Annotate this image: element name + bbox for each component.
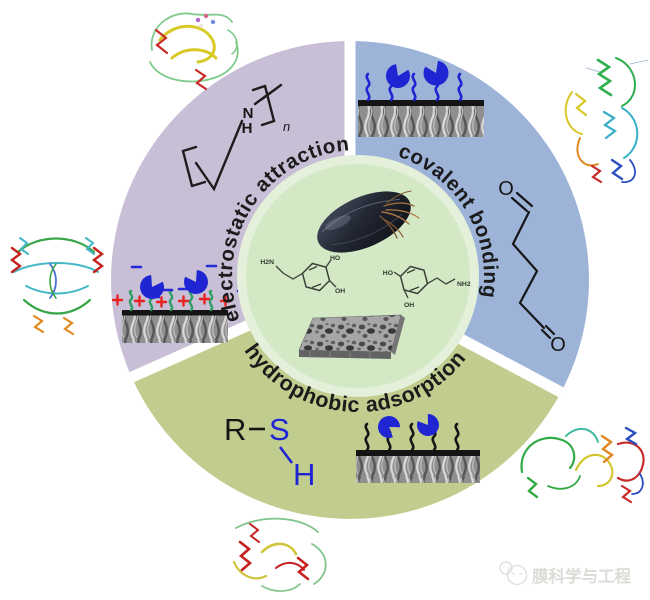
protein-blob-icon: [140, 275, 165, 299]
aldehyde-oxygen-top: O: [498, 178, 514, 200]
watermark-text: 膜科学与工程: [532, 566, 632, 586]
membrane-top-layer: [122, 310, 228, 316]
aldehyde-oxygen-bottom: O: [550, 334, 566, 356]
pei-polymer-structure: [181, 83, 283, 192]
pei-repeat-subscript: n: [283, 119, 290, 134]
chat-bubbles-logo-icon: [499, 561, 528, 586]
dopamine-amine-label: NH2: [457, 281, 471, 288]
dopamine-ho-label: HO: [330, 255, 340, 262]
thiol-sh-bond: [278, 446, 294, 464]
glutaraldehyde-structure: O O: [498, 178, 566, 356]
covalent-sector-content: O O: [358, 60, 566, 356]
thiol-s-label: S: [269, 412, 290, 447]
pei-nitrogen-label: N: [243, 105, 254, 122]
protein-ribbon-bottom-right: [520, 426, 645, 504]
dopamine-oh-label: OH: [335, 288, 345, 295]
membrane-cross-section: [358, 100, 484, 137]
thiol-r-label: R: [224, 412, 246, 447]
protein-ribbon-right: [564, 57, 649, 184]
plus-charge-icons: [111, 293, 232, 308]
protein-blob-icon: [423, 60, 449, 86]
electrostatic-sector-content: N H n: [111, 83, 290, 343]
hydrophobic-membrane-illustration: [356, 413, 480, 483]
protein-blob-icon: [183, 270, 208, 294]
membrane-top-layer: [358, 100, 484, 106]
watermark: 膜科学与工程: [499, 561, 632, 586]
mussel-illustration: [317, 190, 420, 253]
pei-hydrogen-label: H: [242, 120, 253, 137]
porous-membrane-slab: [298, 314, 405, 359]
membrane-top-layer: [356, 450, 480, 456]
protein-blob-icon: [385, 64, 410, 88]
protein-ribbon-left: [10, 237, 104, 336]
mussel-byssus-threads: [379, 190, 420, 239]
dopamine-oh-label: OH: [404, 302, 414, 309]
dopamine-structure-right: HO OH NH2: [383, 265, 471, 309]
dopamine-structure-left: HO OH H2N: [260, 255, 345, 295]
dopamine-ho-label: HO: [383, 270, 393, 277]
thiol-structure: R S H: [224, 412, 315, 492]
dopamine-amine-label: H2N: [260, 259, 274, 266]
hydrophobic-sector-content: R S H: [224, 412, 480, 492]
protein-ribbon-top-left: [149, 12, 239, 91]
center-circle: [246, 164, 470, 388]
covalent-membrane-illustration: [358, 60, 484, 137]
protein-blob-icon: [416, 413, 439, 436]
thiol-h-label: H: [293, 457, 315, 492]
protein-ribbon-bottom-center: [232, 517, 327, 592]
protein-blob-icon: [378, 416, 401, 439]
